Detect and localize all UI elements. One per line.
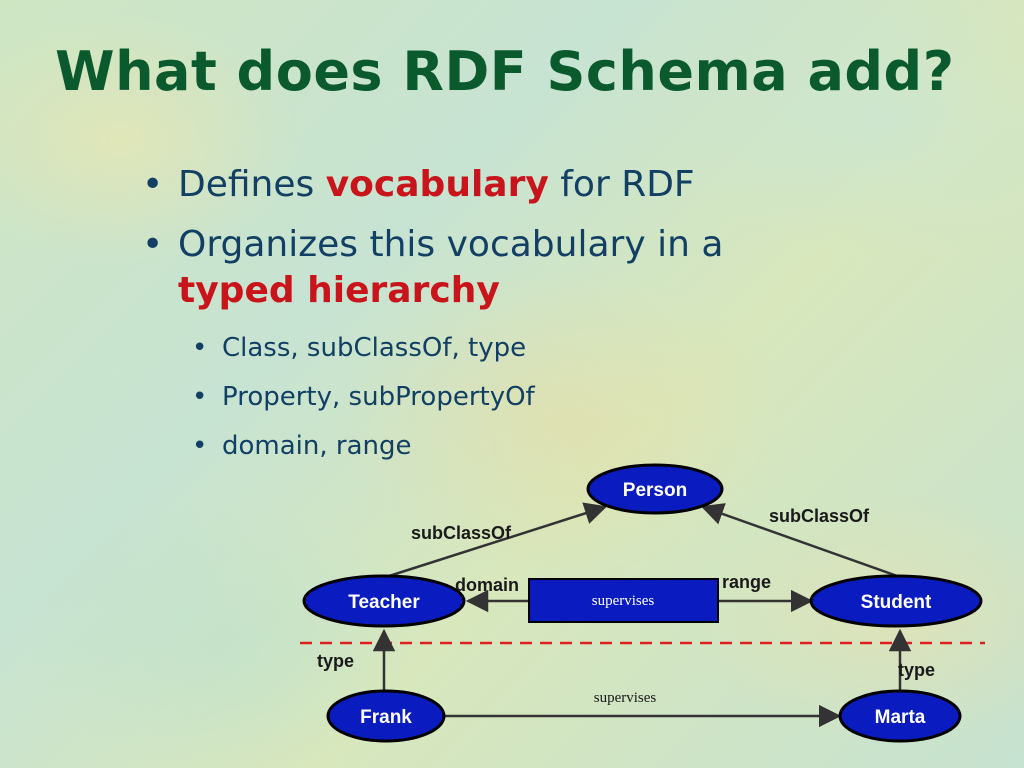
node-marta-label: Marta bbox=[875, 707, 926, 728]
edge-label-supervises-instance: supervises bbox=[594, 690, 657, 706]
bullet-organizes-vocabulary: Organizes this vocabulary in a typed hie… bbox=[140, 222, 840, 314]
subclassof-teacher-person-arrow bbox=[385, 502, 608, 579]
bullet-defines-vocabulary: Defines vocabulary for RDF bbox=[140, 162, 840, 208]
property-box-supervises: supervises bbox=[528, 578, 719, 623]
bullet-text: Defines bbox=[178, 164, 326, 205]
node-student-label: Student bbox=[861, 592, 932, 613]
node-teacher-ellipse bbox=[302, 574, 466, 628]
bullet-text: for RDF bbox=[548, 164, 695, 205]
node-person-label: Person bbox=[623, 480, 687, 501]
sub-bullet-list: Class, subClassOf, type Property, subPro… bbox=[192, 328, 840, 466]
property-box-label: supervises bbox=[592, 593, 655, 609]
node-frank-ellipse bbox=[326, 689, 446, 743]
edge-label-type-right: type bbox=[898, 660, 935, 680]
edge-label-range: range bbox=[722, 572, 771, 592]
edge-label-type-left: type bbox=[317, 651, 354, 671]
node-marta-ellipse bbox=[838, 689, 962, 743]
edge-label-subclassof-left: subClassOf bbox=[411, 523, 512, 543]
sub-bullet-domain-range: domain, range bbox=[192, 426, 840, 466]
node-teacher-label: Teacher bbox=[348, 592, 420, 613]
sub-bullet-property: Property, subPropertyOf bbox=[192, 377, 840, 417]
node-teacher: Teacher bbox=[302, 574, 466, 628]
slide-title: What does RDF Schema add? bbox=[55, 40, 955, 103]
node-marta: Marta bbox=[838, 689, 962, 743]
edge-label-subclassof-right: subClassOf bbox=[769, 506, 870, 526]
node-person-ellipse bbox=[586, 463, 724, 515]
node-frank: Frank bbox=[326, 689, 446, 743]
highlight-vocabulary: vocabulary bbox=[325, 164, 549, 205]
bullet-text: Organizes this vocabulary in a bbox=[178, 224, 724, 265]
bullet-list: Defines vocabulary for RDF Organizes thi… bbox=[140, 162, 840, 475]
highlight-typed-hierarchy: typed hierarchy bbox=[178, 270, 500, 311]
node-person: Person bbox=[586, 463, 724, 515]
edge-label-domain: domain bbox=[455, 575, 519, 595]
property-box-rect bbox=[528, 578, 719, 623]
node-student: Student bbox=[809, 574, 983, 628]
sub-bullet-class: Class, subClassOf, type bbox=[192, 328, 840, 368]
subclassof-student-person-arrow bbox=[700, 503, 901, 579]
node-frank-label: Frank bbox=[360, 707, 412, 728]
node-student-ellipse bbox=[809, 574, 983, 628]
